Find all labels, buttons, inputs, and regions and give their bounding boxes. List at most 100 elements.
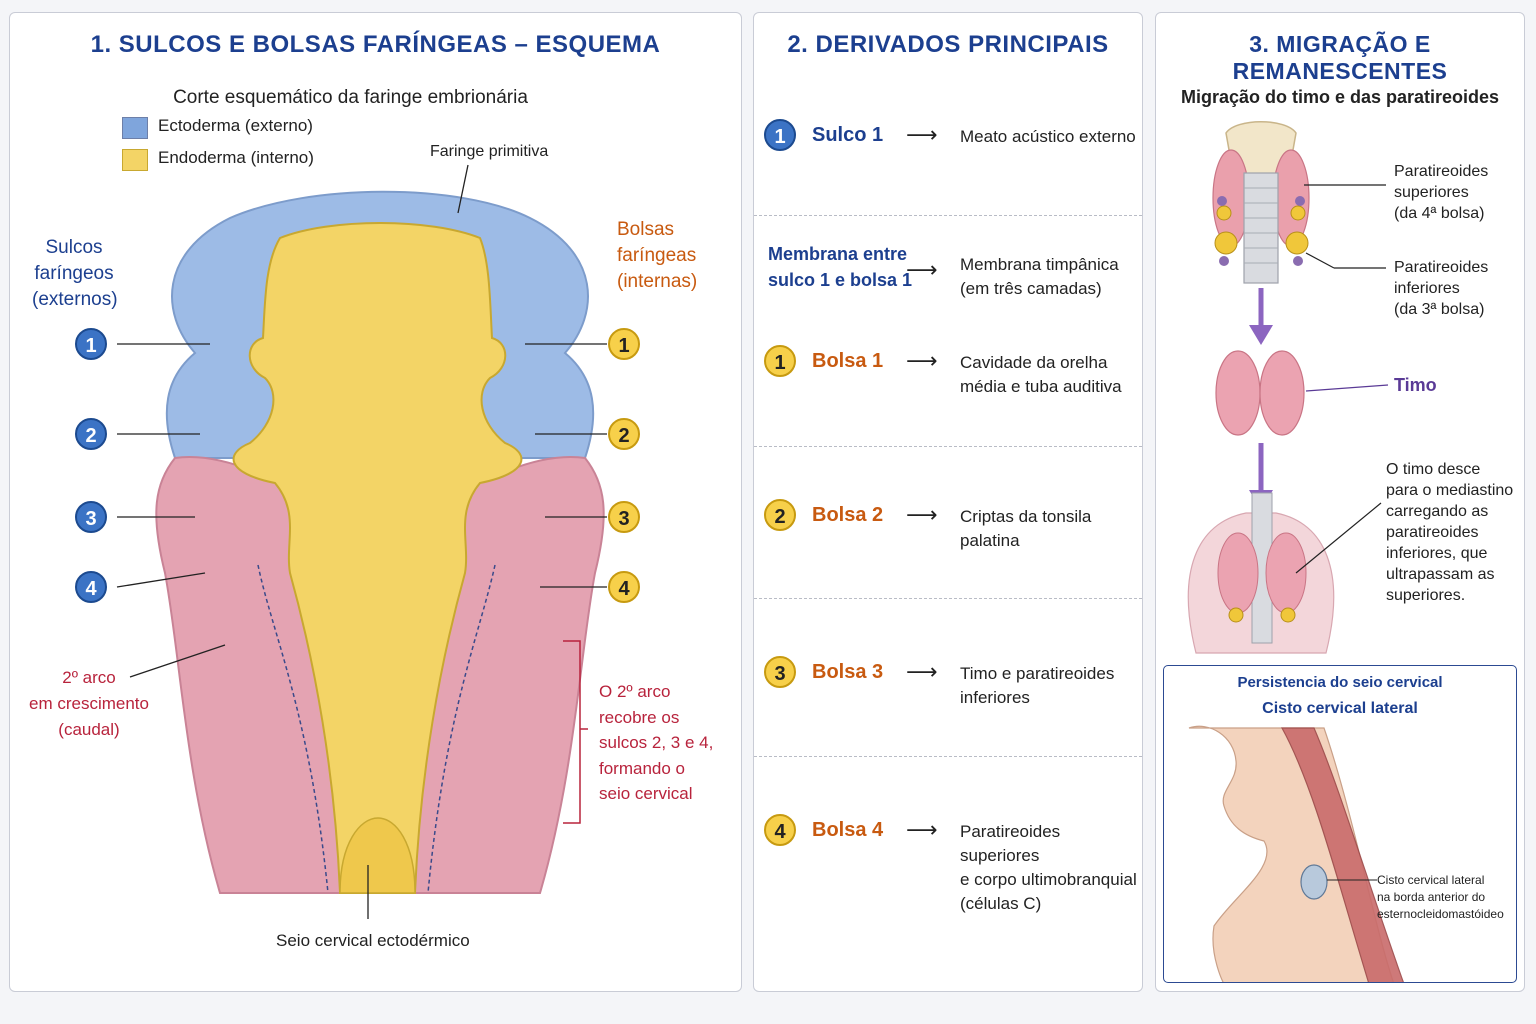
dashed-boundary-right bbox=[427, 564, 496, 894]
par-sup-line2: superiores bbox=[1394, 184, 1469, 201]
arco-label-line3: (caudal) bbox=[58, 720, 120, 739]
row-number: 2 bbox=[764, 499, 796, 531]
row-label-line1: Membrana entre bbox=[768, 244, 908, 264]
row-divider bbox=[754, 215, 1142, 216]
desce-line2: para o mediastino bbox=[1386, 482, 1514, 499]
arrow-icon: ⟶ bbox=[906, 122, 938, 147]
arrow-icon: ⟶ bbox=[906, 502, 938, 527]
arrow-icon: ⟶ bbox=[906, 257, 938, 282]
desce-line1: O timo desce bbox=[1386, 461, 1481, 478]
bolsas-label-line1: Bolsas bbox=[617, 219, 675, 240]
desce-line4: paratireoides bbox=[1386, 524, 1479, 541]
legend-endoderm-swatch bbox=[122, 149, 148, 171]
row-derivative-line1: Criptas da tonsila bbox=[960, 507, 1092, 526]
panel2-title: 2. DERIVADOS PRINCIPAIS bbox=[787, 31, 1109, 58]
row-derivative-line3: (células C) bbox=[960, 894, 1042, 913]
row-derivative: Criptas da tonsila palatina bbox=[960, 505, 1091, 553]
bolsa-number-3: 3 bbox=[608, 501, 640, 533]
sulco-number-1: 1 bbox=[75, 328, 107, 360]
panel1-subtitle: Corte esquemático da faringe embrionária bbox=[173, 87, 528, 108]
pharynx-diagram bbox=[116, 164, 607, 919]
row-derivative-line2: e corpo ultimobranquial bbox=[960, 870, 1137, 889]
row-derivative: Timo e paratireoides inferiores bbox=[960, 662, 1114, 710]
bolsas-label: Bolsas faríngeas (internas) bbox=[617, 217, 697, 295]
arco-note-line5: seio cervical bbox=[599, 784, 693, 803]
arrow-icon: ⟶ bbox=[906, 348, 938, 373]
timo-label: Timo bbox=[1394, 375, 1437, 395]
row-number: 1 bbox=[764, 345, 796, 377]
par-sup-label: Paratireoides superiores (da 4ª bolsa) bbox=[1394, 161, 1488, 224]
panel-derivados: 2. DERIVADOS PRINCIPAIS 1 Sulco 1 ⟶ Meat… bbox=[753, 12, 1143, 992]
neck-illustration bbox=[1188, 725, 1404, 982]
panel-sulcos-bolsas: 1. SULCOS E BOLSAS FARÍNGEAS – ESQUEMA C… bbox=[9, 12, 742, 992]
sulcos-label: Sulcos faríngeos (externos) bbox=[32, 235, 118, 313]
row-derivative-line1: Cavidade da orelha bbox=[960, 353, 1108, 372]
cisto-box-subtitle: Cisto cervical lateral bbox=[1262, 700, 1418, 717]
row-derivative-line1: Paratireoides superiores bbox=[960, 822, 1061, 865]
seio-label: Seio cervical ectodérmico bbox=[276, 931, 470, 950]
endoderm-shape bbox=[232, 222, 523, 894]
par-inf-label: Paratireoides inferiores (da 3ª bolsa) bbox=[1394, 257, 1488, 320]
faringe-label: Faringe primitiva bbox=[430, 143, 549, 160]
row-label: Bolsa 3 bbox=[812, 661, 884, 683]
row-derivative: Membrana timpânica (em três camadas) bbox=[960, 253, 1119, 301]
panel-migracao: 3. MIGRAÇÃO E REMANESCENTES Migração do … bbox=[1155, 12, 1525, 992]
bolsas-label-line3: (internas) bbox=[617, 271, 698, 292]
row-number: 4 bbox=[764, 814, 796, 846]
row-derivative-line2: inferiores bbox=[960, 688, 1030, 707]
par-inf-line3: (da 3ª bolsa) bbox=[1394, 301, 1485, 318]
seio-cervical-shape bbox=[339, 817, 416, 894]
cisto-line1: Cisto cervical lateral bbox=[1377, 873, 1485, 887]
row-derivative: Paratireoides superiores e corpo ultimob… bbox=[960, 820, 1142, 916]
arco-note-line3: sulcos 2, 3 e 4, bbox=[599, 733, 714, 752]
par-sup-line1: Paratireoides bbox=[1394, 163, 1489, 180]
arco-note-line1: O 2º arco bbox=[599, 682, 671, 701]
sulcos-label-line1: Sulcos bbox=[45, 237, 103, 258]
desce-line5: inferiores, que bbox=[1386, 545, 1488, 562]
cisto-box: Persistencia do seio cervical Cisto cerv… bbox=[1163, 665, 1517, 983]
panel3-title: 3. MIGRAÇÃO E REMANESCENTES bbox=[1232, 31, 1448, 84]
row-label-line2: sulco 1 e bolsa 1 bbox=[768, 270, 913, 290]
dashed-boundary-left bbox=[257, 564, 329, 894]
row-number: 1 bbox=[764, 119, 796, 151]
bolsa-number-4: 4 bbox=[608, 571, 640, 603]
desce-line3: carregando as bbox=[1386, 503, 1489, 520]
row-label: Membrana entre sulco 1 e bolsa 1 bbox=[768, 241, 912, 293]
row-derivative-line1: Timo e paratireoides bbox=[960, 664, 1115, 683]
panel3-subtitle: Migração do timo e das paratireoides bbox=[1180, 87, 1500, 107]
row-label: Sulco 1 bbox=[812, 124, 884, 146]
row-divider bbox=[754, 756, 1142, 757]
panel1-title: 1. SULCOS E BOLSAS FARÍNGEAS – ESQUEMA bbox=[90, 31, 661, 58]
bolsa-number-1: 1 bbox=[608, 328, 640, 360]
row-derivative-line1: Membrana timpânica bbox=[960, 255, 1119, 274]
row-divider bbox=[754, 446, 1142, 447]
arco-note-line2: recobre os bbox=[599, 707, 680, 727]
desce-line6: ultrapassam as bbox=[1386, 566, 1495, 583]
sulco-number-2: 2 bbox=[75, 418, 107, 450]
row-number: 3 bbox=[764, 656, 796, 688]
row-derivative: Cavidade da orelha média e tuba auditiva bbox=[960, 351, 1122, 399]
sulcos-label-line2: faríngeos bbox=[34, 263, 114, 284]
row-derivative-line2: (em três camadas) bbox=[960, 279, 1102, 298]
arco-label-line2: em crescimento bbox=[29, 694, 149, 713]
legend-ectoderm-swatch bbox=[122, 117, 148, 139]
arco-bracket bbox=[563, 640, 588, 824]
row-label: Bolsa 1 bbox=[812, 350, 884, 372]
par-inf-line1: Paratireoides bbox=[1394, 259, 1489, 276]
row-label: Bolsa 4 bbox=[812, 819, 884, 841]
arrow-icon: ⟶ bbox=[906, 659, 938, 684]
row-label: Bolsa 2 bbox=[812, 504, 884, 526]
arrow-icon: ⟶ bbox=[906, 817, 938, 842]
bolsa-number-2: 2 bbox=[608, 418, 640, 450]
sulco-number-4: 4 bbox=[75, 571, 107, 603]
desce-label: O timo desce para o mediastino carregand… bbox=[1386, 459, 1513, 606]
bolsas-label-line2: faríngeas bbox=[617, 245, 697, 266]
migration-illustration bbox=[1187, 121, 1389, 654]
sulco-number-3: 3 bbox=[75, 501, 107, 533]
sulcos-label-line3: (externos) bbox=[32, 289, 118, 310]
arco-note: O 2º arco recobre os sulcos 2, 3 e 4, fo… bbox=[599, 679, 713, 807]
row-derivative: Meato acústico externo bbox=[960, 127, 1136, 146]
cisto-line2: na borda anterior do bbox=[1377, 890, 1486, 904]
arco-note-line4: formando o bbox=[599, 758, 685, 778]
desce-line7: superiores. bbox=[1386, 587, 1466, 604]
